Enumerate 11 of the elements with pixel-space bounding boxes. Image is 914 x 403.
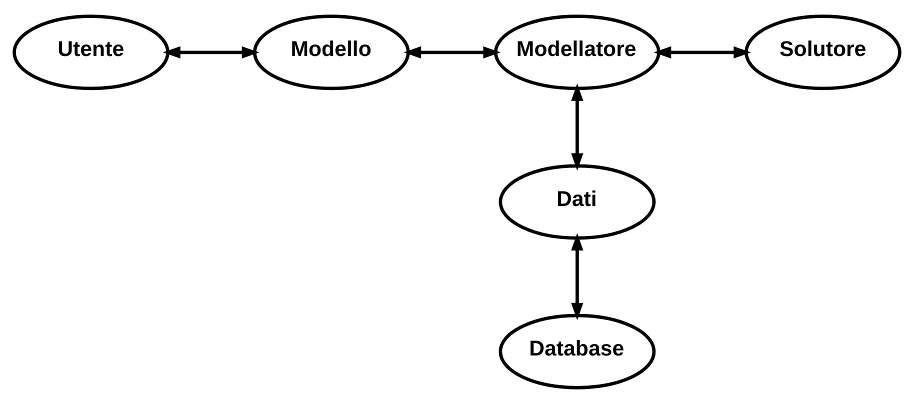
arrow <box>404 46 501 58</box>
arrow <box>571 232 584 320</box>
arrow <box>162 46 260 58</box>
node-ellipse: Modello <box>252 14 410 90</box>
node-ellipse: Utente <box>12 14 170 90</box>
arrow <box>654 46 752 58</box>
node-ellipse: Modellatore <box>494 14 660 90</box>
node-ellipse: Database <box>498 313 656 389</box>
arrow <box>571 83 584 170</box>
node-ellipse: Dati <box>498 164 656 240</box>
node-ellipse: Solutore <box>744 14 902 90</box>
